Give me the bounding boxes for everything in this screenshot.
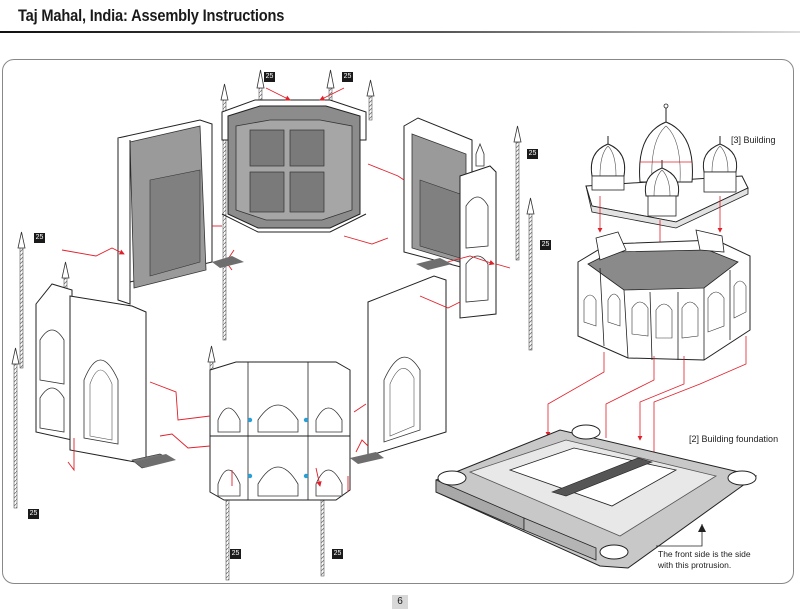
- wall-back-right: [403, 117, 473, 271]
- dome-left: [590, 136, 626, 191]
- part-badge: 25: [28, 509, 39, 519]
- wall-front-right: [367, 275, 447, 457]
- label-foundation: [2] Building foundation: [689, 434, 779, 444]
- spire-left-2: [11, 347, 20, 509]
- wall-front-left: [69, 295, 173, 469]
- diagram-panel: [2, 59, 794, 584]
- spire-left-1: [17, 231, 26, 369]
- wall-back-center: [221, 99, 367, 233]
- dome-right: [702, 136, 738, 193]
- building-assembled: [577, 229, 751, 361]
- dome-front: [644, 160, 680, 217]
- spire-back-left: [220, 83, 229, 341]
- part-badge: 25: [230, 549, 241, 559]
- wall-right-tower: [459, 142, 497, 319]
- note-front-side-line2: with this protrusion.: [658, 560, 732, 570]
- title-rule: [0, 31, 800, 33]
- part-badge: 25: [332, 549, 343, 559]
- spire-back-right: [366, 79, 375, 121]
- foundation-base: [435, 424, 758, 569]
- building-arrows: [545, 336, 747, 491]
- part-badge: 25: [342, 72, 353, 82]
- assembly-arrows: [61, 87, 511, 492]
- spire-right-2: [526, 197, 535, 351]
- note-front-side-line1: The front side is the side: [658, 549, 751, 559]
- wall-left-tower: [35, 283, 73, 441]
- label-building: [3] Building: [731, 135, 776, 145]
- wall-back-left: [117, 119, 213, 305]
- page-title: Taj Mahal, India: Assembly Instructions: [18, 6, 285, 25]
- part-badge: 25: [264, 72, 275, 82]
- part-badge: 25: [527, 149, 538, 159]
- part-badge: 25: [540, 240, 551, 250]
- spire-right-1: [513, 125, 522, 261]
- ground-tabs: [134, 256, 452, 468]
- dome-center: [639, 103, 693, 183]
- page-number: 6: [392, 595, 408, 609]
- part-badge: 25: [34, 233, 45, 243]
- wall-front-center: [209, 361, 351, 501]
